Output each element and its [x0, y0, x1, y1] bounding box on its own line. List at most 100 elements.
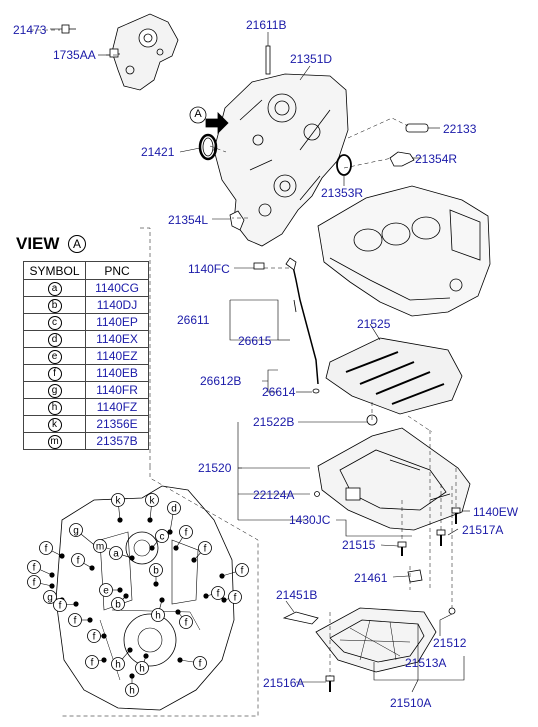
leader-lines [50, 28, 470, 693]
bolt-callout-letter: f [33, 563, 36, 574]
bolt-callout-letter: f [45, 544, 48, 555]
bolt-callout-letter: f [59, 601, 62, 612]
bolt-callout-g: g [43, 590, 65, 604]
bolt-callout-f: f [27, 560, 55, 578]
label-21451B[interactable]: 21451B [276, 588, 318, 602]
symbol-d: d [47, 333, 62, 347]
label-21512[interactable]: 21512 [433, 636, 467, 650]
bolt-callout-circle [85, 655, 99, 669]
pnc-cell[interactable]: 1140DJ [85, 296, 149, 314]
label-1140EW[interactable]: 1140EW [473, 505, 519, 519]
bolt-callout-circle [53, 598, 67, 612]
label-21515[interactable]: 21515 [342, 538, 376, 552]
bolt-dot [153, 581, 159, 587]
bolt-callout-circle [235, 563, 249, 577]
label-21516A[interactable]: 21516A [263, 676, 305, 690]
bolt-callout-circle [27, 575, 41, 589]
bolt-callout-circle [111, 597, 125, 611]
label-21354R[interactable]: 21354R [415, 152, 458, 166]
bolt-dot [173, 545, 179, 551]
bolt-callout-circle [228, 590, 242, 604]
label-26612B[interactable]: 26612B [200, 374, 242, 388]
bolt-dot [89, 565, 95, 571]
label-21473[interactable]: 21473 [13, 23, 47, 37]
bolt-callout-circle [93, 539, 107, 553]
label-1430JC[interactable]: 1430JC [289, 513, 331, 527]
bolt-dot [203, 593, 209, 599]
bolt-dot [117, 587, 123, 593]
label-26611[interactable]: 26611 [177, 313, 210, 327]
bolt-callout-letter: f [74, 616, 77, 627]
bolt-dot [49, 572, 55, 578]
dashed-guide-lines [30, 29, 457, 717]
symbol-f: f [47, 367, 62, 381]
bolt-callout-f: f [85, 655, 107, 669]
bolt-dot [101, 633, 107, 639]
bolt-callout-f: f [71, 553, 95, 571]
label-21525[interactable]: 21525 [357, 317, 391, 331]
table-row: c 1140EP [23, 313, 149, 331]
view-a-arrow-mark: A [194, 108, 202, 120]
bolt-callout-letter: e [103, 586, 109, 597]
bolt-callout-letter: f [91, 658, 94, 669]
bolt-callout-circle [69, 523, 83, 537]
label-21421[interactable]: 21421 [141, 145, 175, 159]
pnc-cell[interactable]: 1140EX [85, 330, 149, 348]
bolt-callout-f: f [39, 541, 65, 559]
pnc-cell[interactable]: 21357B [85, 432, 149, 450]
bolt-callout-f: f [203, 586, 225, 600]
bolt-callout-letter: f [234, 593, 237, 604]
bolt-callout-d: d [167, 501, 181, 535]
label-21513A[interactable]: 21513A [405, 656, 447, 670]
label-21510A[interactable]: 21510A [390, 696, 432, 710]
label-21522B[interactable]: 21522B [253, 415, 295, 429]
bolt-callout-letter: d [171, 504, 177, 515]
bolt-callout-letter: f [199, 659, 202, 670]
bolt-dot [101, 657, 107, 663]
label-22133[interactable]: 22133 [443, 122, 477, 136]
pnc-cell[interactable]: 21356E [85, 415, 149, 433]
bolt-callout-h: h [111, 647, 133, 671]
bolt-dot [143, 653, 149, 659]
bolt-callout-circle [149, 563, 163, 577]
bolt-callout-letter: b [115, 600, 121, 611]
pnc-cell[interactable]: 1140EB [85, 364, 149, 382]
bolt-callout-e: e [99, 583, 123, 597]
bolt-callout-letter: k [150, 496, 156, 507]
bolt-callout-circle [111, 657, 125, 671]
bolt-callout-letter: m [96, 542, 104, 553]
bolt-dot [127, 647, 133, 653]
label-1735AA[interactable]: 1735AA [53, 48, 96, 62]
pnc-cell[interactable]: 1140FZ [85, 398, 149, 416]
label-21461[interactable]: 21461 [354, 571, 388, 585]
label-26615[interactable]: 26615 [238, 334, 272, 348]
label-22124A[interactable]: 22124A [253, 488, 295, 502]
label-21353R[interactable]: 21353R [321, 186, 364, 200]
bolt-callout-f: f [175, 609, 193, 629]
view-a-title: VIEW [16, 234, 60, 253]
label-21611B[interactable]: 21611B [246, 18, 287, 32]
pnc-cell[interactable]: 1140CG [85, 279, 149, 297]
label-21354L[interactable]: 21354L [168, 213, 209, 227]
pnc-cell[interactable]: 1140FR [85, 381, 149, 399]
symbol-k: k [47, 418, 62, 432]
label-21351D[interactable]: 21351D [290, 52, 333, 66]
bolt-callout-f: f [27, 575, 55, 589]
bolt-callout-letter: f [241, 566, 244, 577]
symbol-c: c [47, 316, 62, 330]
bolt-callout-f: f [87, 629, 107, 643]
label-21517A[interactable]: 21517A [462, 523, 504, 537]
pnc-cell[interactable]: 1140EP [85, 313, 149, 331]
label-26614[interactable]: 26614 [262, 385, 296, 399]
label-21520[interactable]: 21520 [198, 461, 232, 475]
bolt-callout-circle [179, 525, 193, 539]
bolt-callout-circle [39, 541, 53, 555]
pnc-cell[interactable]: 1140EZ [85, 347, 149, 365]
label-1140FC[interactable]: 1140FC [188, 262, 230, 276]
oil-level-gauge-drawing [253, 257, 320, 394]
bolt-callout-circle [135, 661, 149, 675]
bolt-callout-circle [99, 583, 113, 597]
